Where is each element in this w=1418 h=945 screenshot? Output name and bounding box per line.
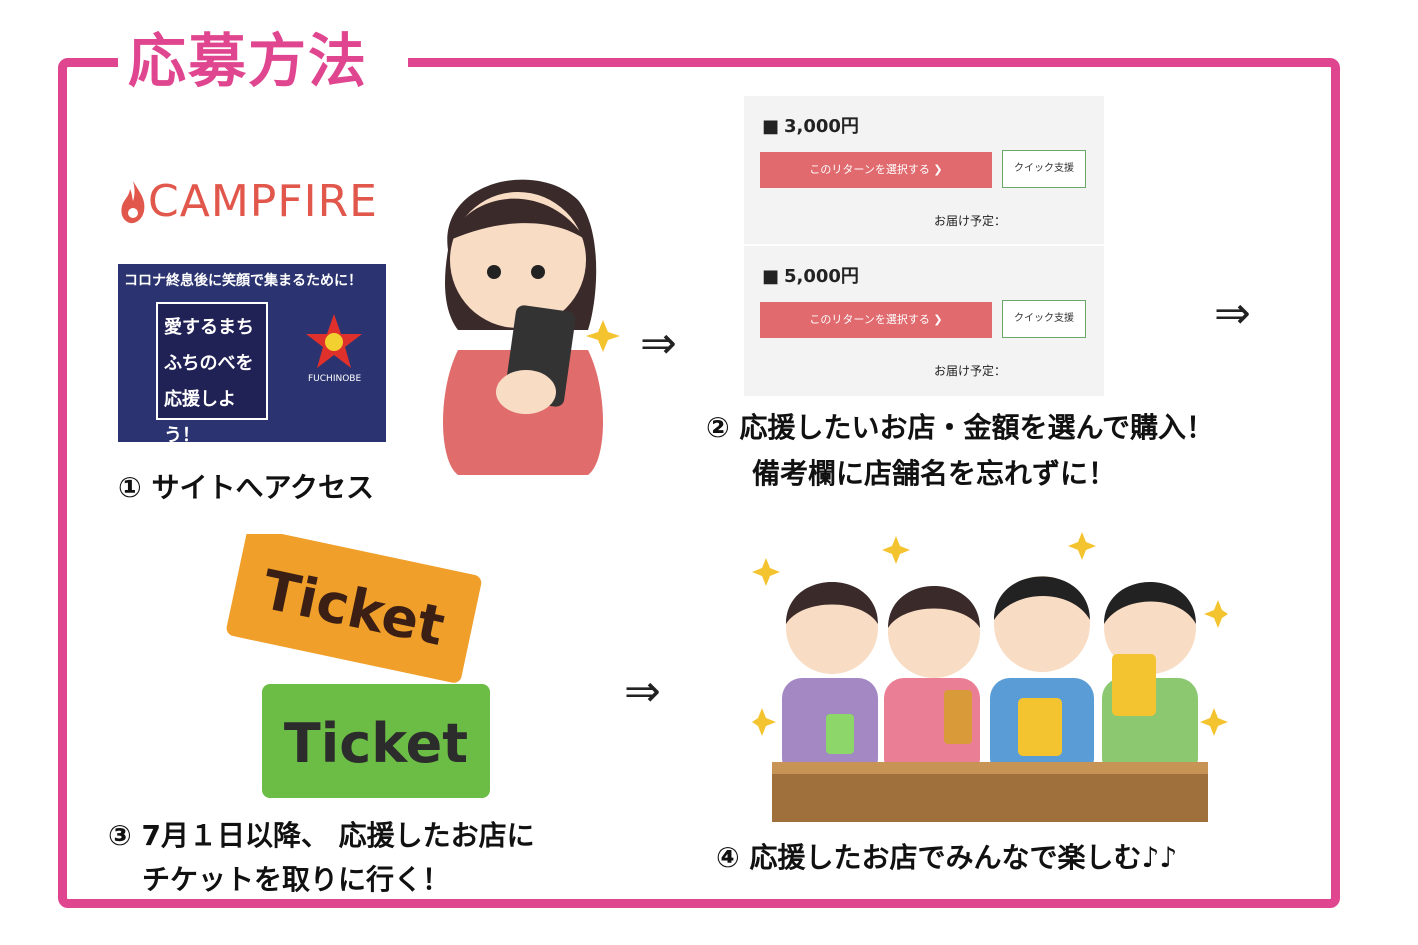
delivery-label: お届け予定：	[934, 364, 1007, 378]
delivery-label: お届け予定：	[934, 214, 1007, 228]
flame-icon	[121, 180, 145, 223]
return-price: ■3,000円	[762, 116, 859, 137]
quick-support-button[interactable]: クイック支援	[1002, 150, 1086, 188]
friends-drinking-illustration	[752, 532, 1228, 822]
campfire-logo: CAMPFIRE	[118, 176, 378, 227]
step2-line1: ② 応援したいお店・金額を選んで購入！	[706, 411, 1215, 444]
banner-text-box: 愛するまち ふちのべを 応援しよう！	[156, 302, 268, 442]
step3-line1: ③ 7月１日以降、 応援したお店に	[108, 819, 535, 852]
tickets-illustration: Ticket Ticket	[226, 534, 490, 798]
arrow-3: ⇒	[624, 666, 661, 717]
return-panel: ■3,000円 このリターンを選択する ❯ クイック支援 お届け予定： ■5,0…	[744, 96, 1104, 396]
gift-icon: ■	[762, 266, 780, 287]
banner-headline: コロナ終息後に笑顔で集まるために！	[124, 273, 362, 289]
return-price: ■5,000円	[762, 266, 859, 287]
banner-tag: FUCHINOBE	[308, 374, 362, 384]
select-return-button[interactable]: このリターンを選択する ❯	[760, 152, 992, 188]
woman-with-phone-illustration	[443, 179, 620, 475]
banner-line: 愛するまち	[164, 317, 254, 338]
page-title: 応募方法	[128, 27, 369, 95]
project-banner[interactable]: コロナ終息後に笑顔で集まるために！ 愛するまち ふちのべを 応援しよう！ FUC…	[118, 264, 386, 442]
divider	[744, 244, 1104, 246]
step3-line2: チケットを取りに行く！	[142, 863, 451, 896]
step2-line2: 備考欄に店舗名を忘れずに！	[752, 457, 1117, 490]
quick-support-button[interactable]: クイック支援	[1002, 300, 1086, 338]
step4-label: ④ 応援したお店でみんなで楽しむ♪♪	[716, 841, 1178, 874]
arrow-1: ⇒	[640, 318, 677, 369]
return-item-3000: ■3,000円 このリターンを選択する ❯ クイック支援 お届け予定：	[744, 96, 1104, 244]
gift-icon: ■	[762, 116, 780, 137]
select-return-button[interactable]: このリターンを選択する ❯	[760, 302, 992, 338]
pink-frame	[58, 58, 1340, 908]
banner-line: ふちのべを	[164, 353, 254, 374]
star-logo-icon	[306, 314, 362, 368]
step1-label: ① サイトへアクセス	[118, 471, 375, 504]
banner-line: 応援しよう！	[164, 389, 236, 442]
campfire-wordmark: CAMPFIRE	[148, 176, 378, 227]
arrow-2: ⇒	[1214, 288, 1251, 339]
ticket-bottom-text: Ticket	[284, 712, 468, 775]
return-item-5000: ■5,000円 このリターンを選択する ❯ クイック支援 お届け予定：	[744, 246, 1104, 394]
title-backdrop	[118, 26, 408, 98]
